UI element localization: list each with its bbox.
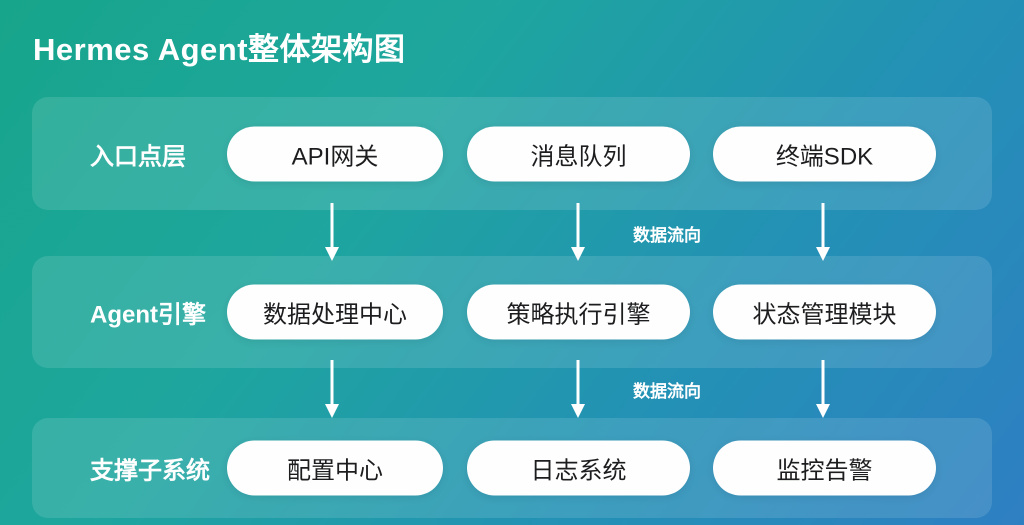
- page-title: Hermes Agent整体架构图: [33, 32, 406, 67]
- down-arrow-icon: [571, 203, 585, 261]
- layer-row-entry: 入口点层 API网关 消息队列 终端SDK: [32, 97, 992, 210]
- node-monitoring-alerts: 监控告警: [713, 440, 936, 496]
- layer-label-entry: 入口点层: [90, 143, 186, 170]
- node-message-queue: 消息队列: [467, 126, 690, 181]
- down-arrow-icon: [571, 360, 585, 418]
- node-log-system: 日志系统: [467, 440, 690, 496]
- node-api-gateway: API网关: [227, 126, 443, 181]
- node-config-center: 配置中心: [227, 440, 443, 496]
- layer-label-engine: Agent引擎: [90, 301, 206, 329]
- down-arrow-icon: [325, 203, 339, 261]
- node-terminal-sdk: 终端SDK: [713, 126, 936, 181]
- node-strategy-exec-engine: 策略执行引擎: [467, 284, 690, 340]
- down-arrow-icon: [325, 360, 339, 418]
- flow-direction-label: 数据流向: [633, 226, 701, 245]
- layer-row-support: 支撑子系统 配置中心 日志系统 监控告警: [32, 418, 992, 518]
- flow-direction-label: 数据流向: [633, 382, 701, 401]
- layer-row-engine: Agent引擎 数据处理中心 策略执行引擎 状态管理模块: [32, 256, 992, 368]
- down-arrow-icon: [816, 360, 830, 418]
- layer-label-support: 支撑子系统: [90, 457, 210, 485]
- down-arrow-icon: [816, 203, 830, 261]
- node-data-processing-center: 数据处理中心: [227, 284, 443, 340]
- node-state-management: 状态管理模块: [713, 284, 936, 340]
